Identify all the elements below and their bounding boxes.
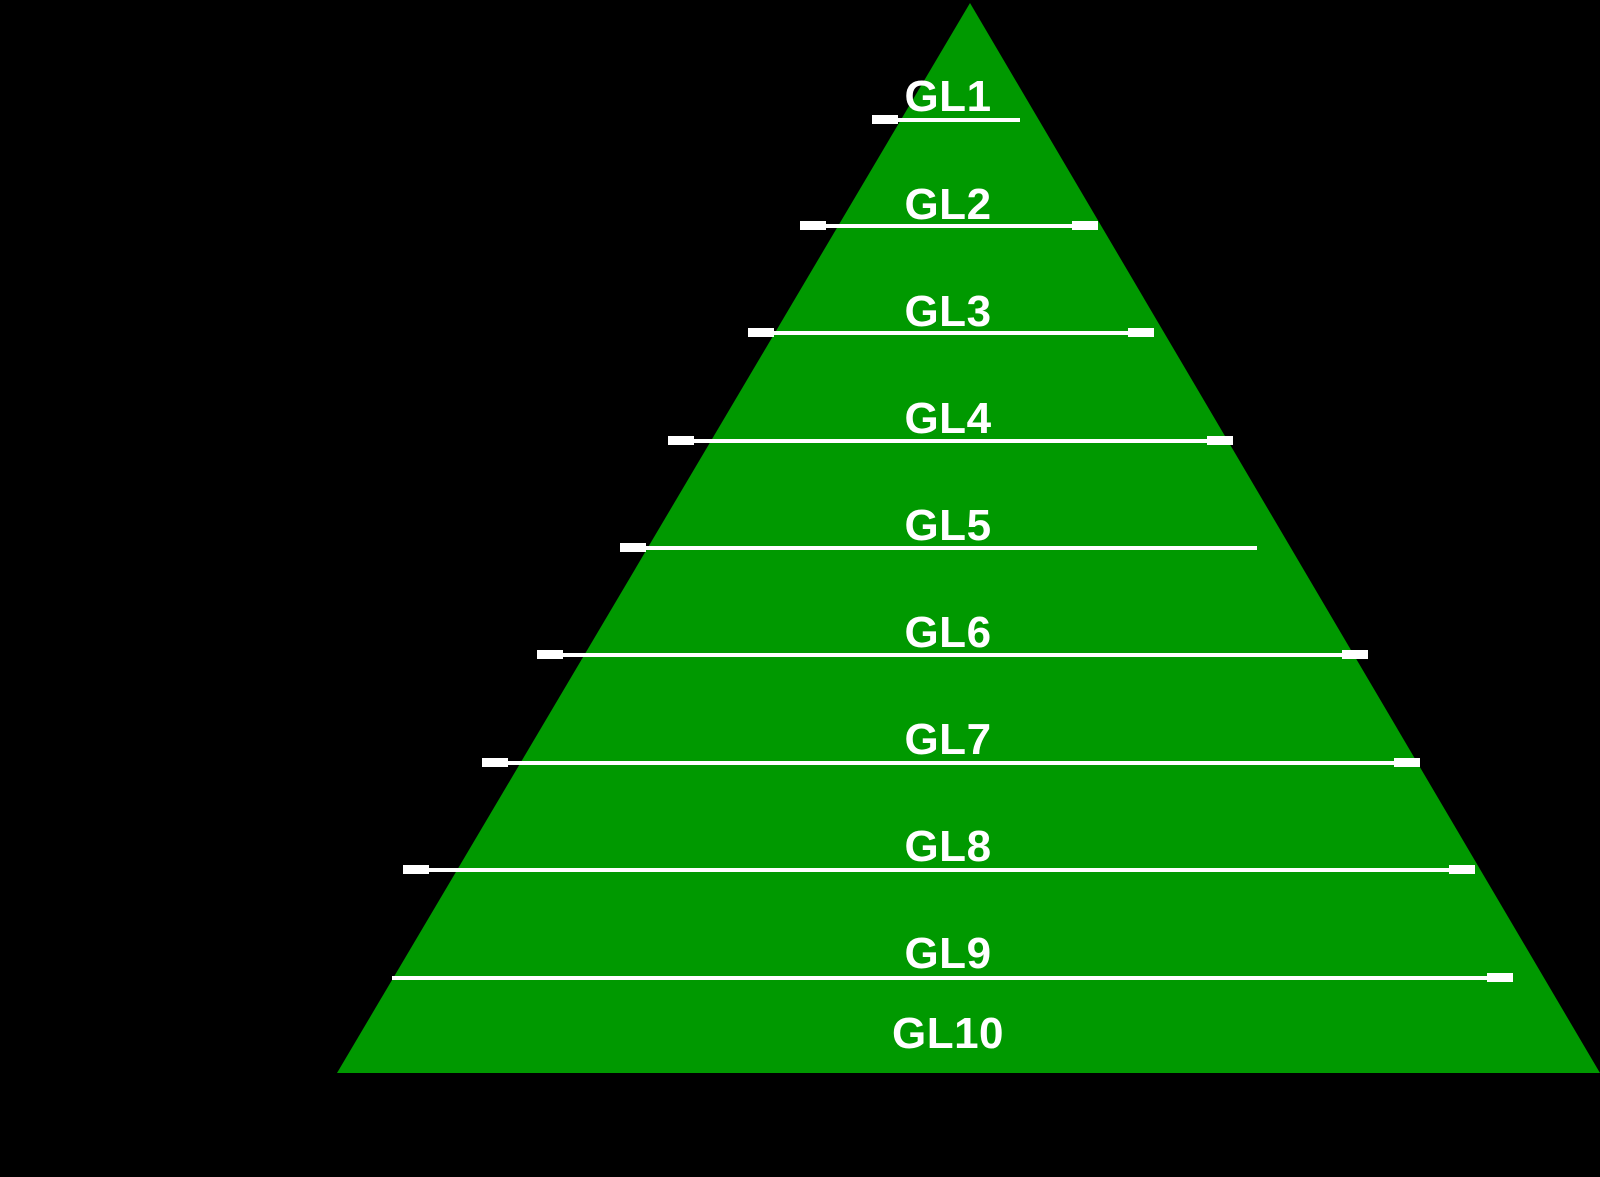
pyramid-level-label-gl1: GL1 (904, 72, 992, 121)
divider-stub-left-gl6 (537, 650, 563, 659)
divider-stub-right-gl2 (1072, 221, 1098, 230)
pyramid-body-shape (337, 3, 1600, 1073)
divider-stub-left-gl4 (668, 436, 694, 445)
pyramid-level-label-gl9: GL9 (904, 929, 992, 978)
divider-stub-left-gl5 (620, 543, 646, 552)
divider-stub-right-gl6 (1342, 650, 1368, 659)
pyramid-level-label-gl6: GL6 (904, 608, 992, 657)
divider-stub-right-gl8 (1449, 865, 1475, 874)
divider-stub-left-gl1 (872, 115, 898, 124)
divider-stub-right-gl7 (1394, 758, 1420, 767)
divider-stub-left-gl7 (482, 758, 508, 767)
pyramid-level-label-gl2: GL2 (904, 180, 992, 229)
divider-stub-left-gl8 (403, 865, 429, 874)
pyramid-level-label-gl8: GL8 (904, 822, 992, 871)
pyramid-level-label-gl7: GL7 (904, 715, 992, 764)
divider-stub-right-gl9 (1487, 973, 1513, 982)
pyramid-level-label-gl3: GL3 (904, 287, 992, 336)
divider-stub-right-gl4 (1207, 436, 1233, 445)
pyramid-level-label-gl10: GL10 (891, 1009, 1005, 1058)
pyramid-level-label-gl5: GL5 (904, 501, 992, 550)
divider-stub-left-gl2 (800, 221, 826, 230)
divider-stub-left-gl3 (748, 328, 774, 337)
pyramid-level-label-gl4: GL4 (904, 394, 992, 443)
divider-stub-right-gl3 (1128, 328, 1154, 337)
divider-lines-group (392, 115, 1513, 982)
